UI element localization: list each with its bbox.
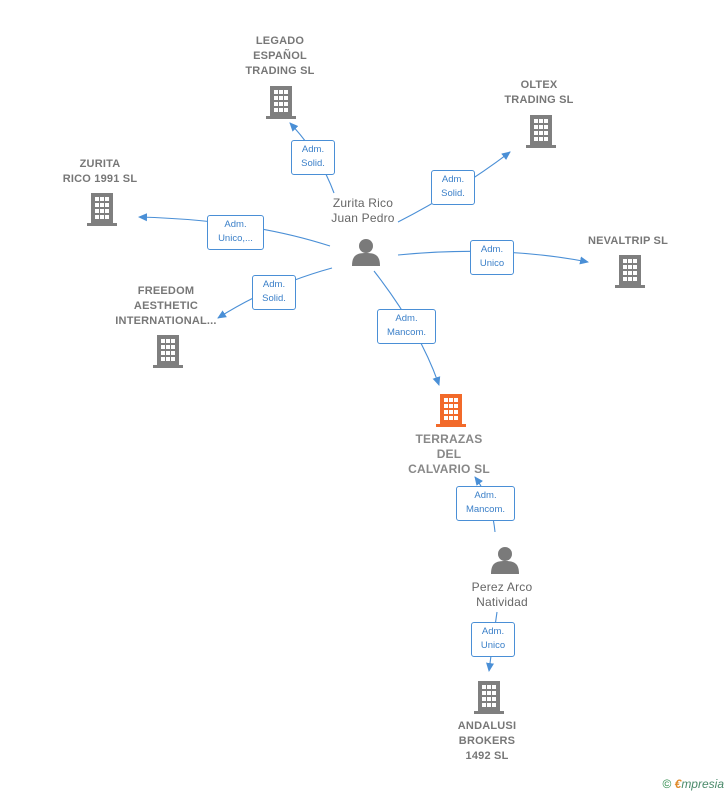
zurita-person-label[interactable]: Zurita Rico Juan Pedro <box>331 196 395 225</box>
legado-building-icon[interactable] <box>266 86 296 119</box>
brand-e: € <box>674 777 682 791</box>
relation-legado: Adm. Solid. <box>291 140 335 175</box>
relation-oltex: Adm. Solid. <box>431 170 475 205</box>
relation-freedom: Adm. Solid. <box>252 275 296 310</box>
andalusi-label[interactable]: ANDALUSI BROKERS 1492 SL <box>457 720 517 762</box>
perez-person-label[interactable]: Perez Arco Natividad <box>471 580 533 609</box>
freedom-building-icon[interactable] <box>153 335 183 368</box>
legado-label[interactable]: LEGADO ESPAÑOL TRADING SL <box>245 35 315 77</box>
nevaltrip-building-icon[interactable] <box>615 255 645 288</box>
oltex-building-icon[interactable] <box>526 115 556 148</box>
brand-rest: mpresia <box>681 777 724 791</box>
terrazas-building-icon[interactable] <box>436 394 466 427</box>
relation-terrazas-2: Adm. Mancom. <box>456 486 515 521</box>
zurita-rico-building-icon[interactable] <box>87 193 117 226</box>
relation-terrazas-1: Adm. Mancom. <box>377 309 436 344</box>
relation-nevaltrip: Adm. Unico <box>470 240 514 275</box>
zurita-rico-label[interactable]: ZURITA RICO 1991 SL <box>62 158 138 185</box>
freedom-label[interactable]: FREEDOM AESTHETIC INTERNATIONAL... <box>115 285 217 327</box>
relation-andalusi: Adm. Unico <box>471 622 515 657</box>
nevaltrip-label[interactable]: NEVALTRIP SL <box>587 235 669 247</box>
terrazas-label[interactable]: TERRAZAS DEL CALVARIO SL <box>408 432 490 476</box>
zurita-person-icon[interactable] <box>352 239 380 266</box>
empresia-logo: © €mpresia <box>662 777 724 791</box>
relation-zurita-rico: Adm. Unico,... <box>207 215 264 250</box>
perez-person-icon[interactable] <box>491 547 519 574</box>
oltex-label[interactable]: OLTEX TRADING SL <box>504 79 574 106</box>
copyright-symbol: © <box>662 777 672 791</box>
andalusi-building-icon[interactable] <box>474 681 504 714</box>
